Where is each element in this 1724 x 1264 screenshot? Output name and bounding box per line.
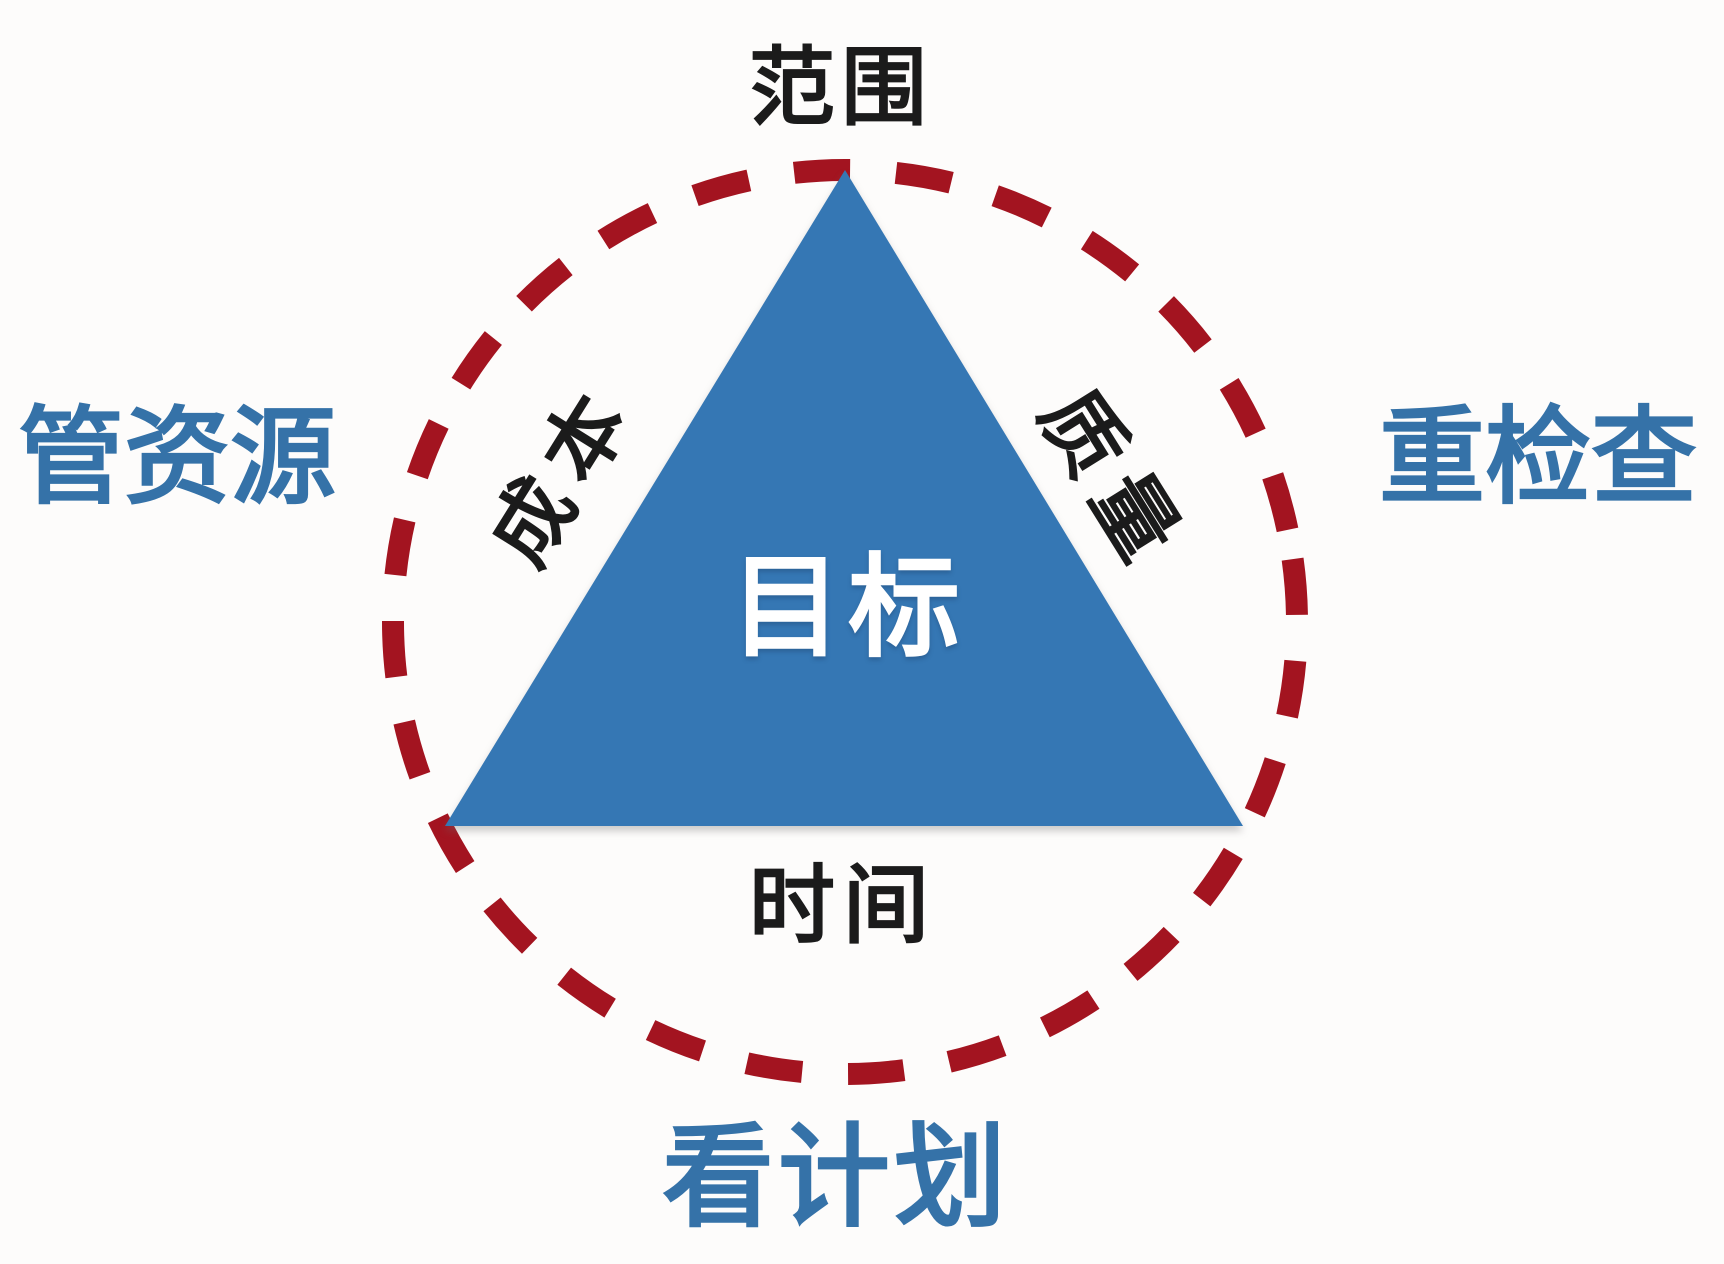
- scope-label: 范围: [749, 40, 933, 136]
- emphasize-inspection-annotation: 重检查: [1379, 399, 1697, 517]
- watch-plan-annotation: 看计划: [662, 1115, 1010, 1240]
- dashed-circle: [381, 158, 1308, 1085]
- goal-label: 目标: [730, 545, 966, 670]
- goal-triangle: [445, 170, 1243, 826]
- time-label: 时间: [749, 858, 937, 954]
- manage-resources-annotation: 管资源: [18, 399, 336, 517]
